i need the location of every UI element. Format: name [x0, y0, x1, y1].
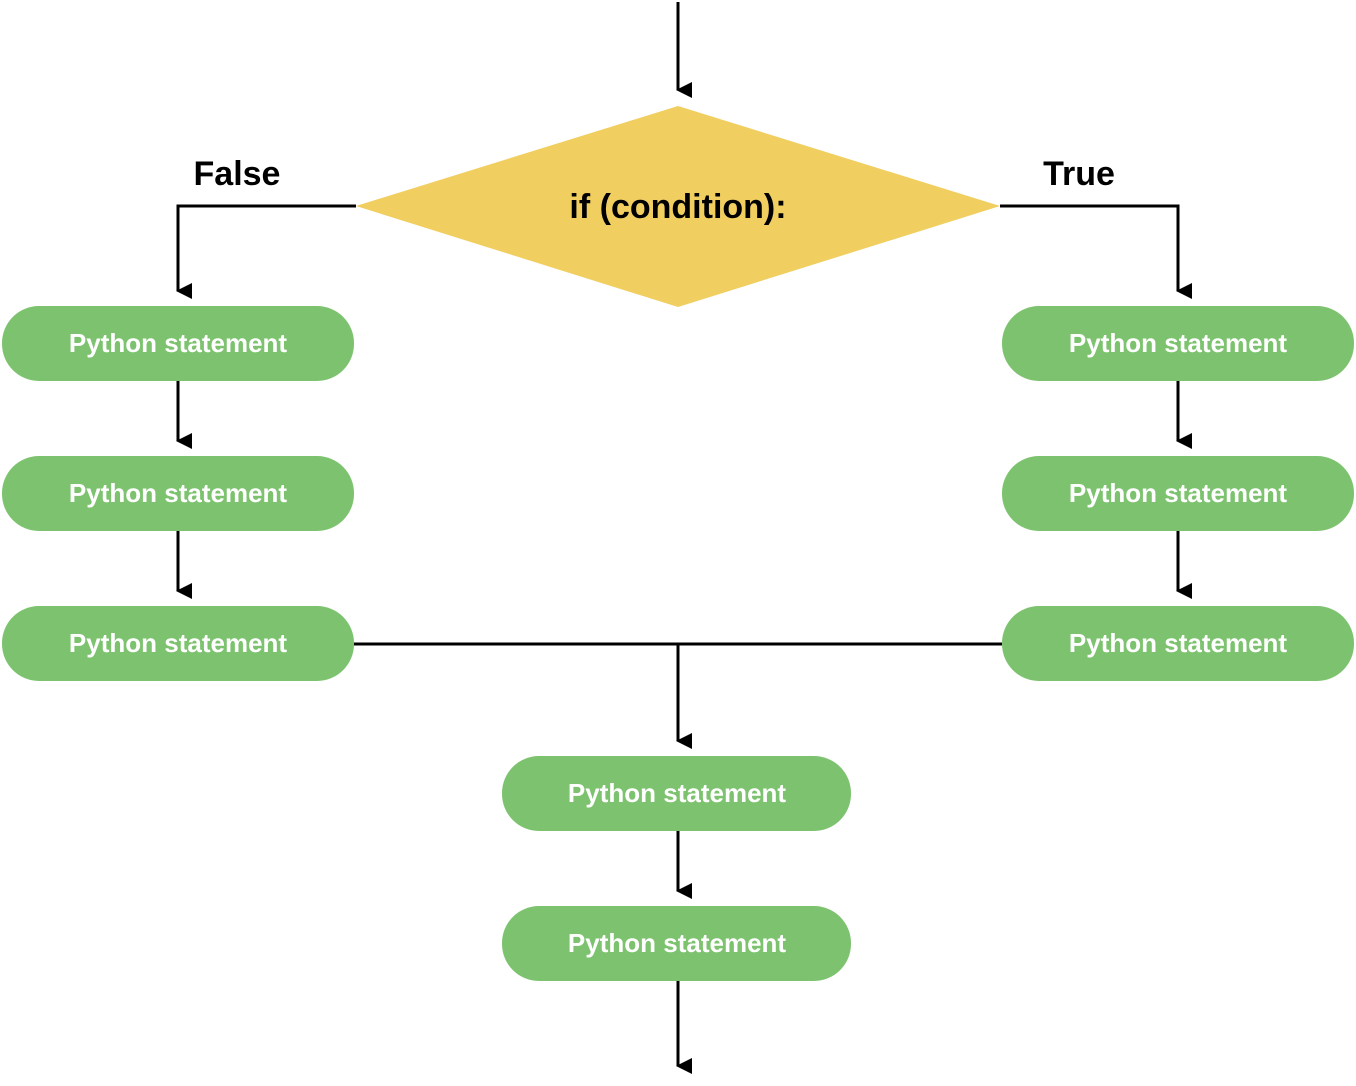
statement-label: Python statement [1069, 478, 1287, 508]
statement-label: Python statement [568, 778, 786, 808]
statement-node: Python statement [2, 606, 354, 681]
statement-box [2, 606, 354, 681]
statement-box [2, 306, 354, 381]
statement-box [502, 756, 851, 831]
statement-node: Python statement [2, 306, 354, 381]
statement-label: Python statement [568, 928, 786, 958]
statement-label: Python statement [69, 478, 287, 508]
statement-label: Python statement [69, 628, 287, 658]
false-branch-arrow [176, 204, 356, 299]
decision-diamond [356, 106, 1000, 307]
statement-node: Python statement [502, 756, 851, 831]
decision-node: if (condition): [356, 106, 1000, 307]
false-label: False [194, 155, 281, 193]
decision-label: if (condition): [569, 188, 786, 226]
statement-label: Python statement [69, 328, 287, 358]
statement-node: Python statement [1002, 606, 1354, 681]
statement-box [502, 906, 851, 981]
connectors [176, 2, 1192, 1074]
statement-box [1002, 306, 1354, 381]
statement-node: Python statement [502, 906, 851, 981]
statement-node: Python statement [2, 456, 354, 531]
statement-box [1002, 606, 1354, 681]
statement-box [2, 456, 354, 531]
true-branch-arrow [1000, 204, 1192, 299]
statement-label: Python statement [1069, 628, 1287, 658]
statement-box [1002, 456, 1354, 531]
statement-node: Python statement [1002, 456, 1354, 531]
statement-label: Python statement [1069, 328, 1287, 358]
true-label: True [1043, 155, 1115, 193]
statement-node: Python statement [1002, 306, 1354, 381]
